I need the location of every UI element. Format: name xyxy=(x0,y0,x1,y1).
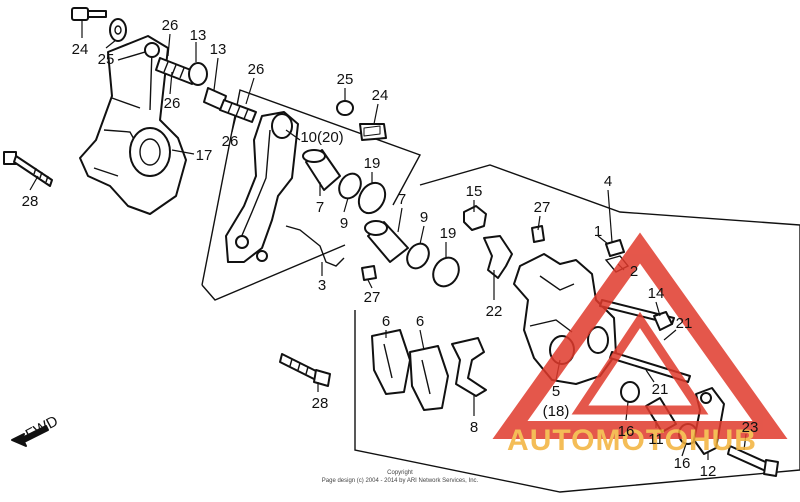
callout-26: 26 xyxy=(164,95,181,112)
sleeve-7-upper xyxy=(302,149,341,191)
callout-21: 21 xyxy=(652,381,669,398)
seal-19-upper xyxy=(357,181,387,215)
hanger-bracket-10 xyxy=(225,111,299,263)
bolt-28-center xyxy=(279,353,331,387)
callout-16: 16 xyxy=(674,455,691,472)
leader-lines xyxy=(29,20,747,460)
callout-25: 25 xyxy=(98,51,115,68)
callout-28: 28 xyxy=(312,395,329,412)
callout-26: 26 xyxy=(248,61,265,78)
callout-24: 24 xyxy=(72,41,89,58)
callout-21: 21 xyxy=(676,315,693,332)
copyright-line2: Page design (c) 2004 - 2014 by ARI Netwo… xyxy=(322,478,479,484)
callout-7: 7 xyxy=(398,191,406,208)
pad-6-right xyxy=(409,345,449,411)
callout-11: 11 xyxy=(648,431,664,448)
callout-10-20: 10(20) xyxy=(300,129,343,146)
bracket-outline-lower xyxy=(201,244,346,301)
bolt-28-left xyxy=(3,151,53,187)
bracket-outline-upper xyxy=(201,89,422,286)
callout-19: 19 xyxy=(440,225,457,242)
bolt-23 xyxy=(727,445,779,477)
seal-9-upper xyxy=(338,172,362,200)
bleed-screw-1 xyxy=(605,239,625,257)
callout-6: 6 xyxy=(382,313,390,330)
shim-8 xyxy=(451,337,487,397)
fwd-label: FWD xyxy=(23,412,61,443)
nut-14 xyxy=(653,311,673,331)
assembly-outline xyxy=(354,164,800,493)
callout-4: 4 xyxy=(604,173,612,190)
callout-25: 25 xyxy=(337,71,354,88)
collar-16-left xyxy=(620,381,640,403)
callout-23: 23 xyxy=(742,419,759,436)
callout-7: 7 xyxy=(316,199,324,216)
copyright-line1: Copyright xyxy=(387,470,413,476)
fwd-arrow: FWD xyxy=(11,412,61,447)
callout-14: 14 xyxy=(648,285,665,302)
callout-2: 2 xyxy=(630,263,638,280)
seal-9-lower xyxy=(406,242,430,270)
callout-26: 26 xyxy=(162,17,179,34)
callout-18: (18) xyxy=(543,403,570,420)
callout-1: 1 xyxy=(594,223,602,240)
callout-26: 26 xyxy=(222,133,239,150)
callout-17: 17 xyxy=(196,147,213,164)
callout-28: 28 xyxy=(22,193,39,210)
callout-19: 19 xyxy=(364,155,381,172)
callout-15: 15 xyxy=(466,183,483,200)
bolt-24-upper xyxy=(71,7,127,42)
bolt-24-center xyxy=(359,123,387,141)
callout-13: 13 xyxy=(210,41,227,58)
washer-25 xyxy=(336,100,354,116)
callout-3: 3 xyxy=(318,277,326,294)
callout-24: 24 xyxy=(372,87,389,104)
callout-13: 13 xyxy=(190,27,207,44)
nut-15 xyxy=(463,205,487,231)
callout-22: 22 xyxy=(486,303,503,320)
caliper-body-4 xyxy=(513,253,617,385)
pad-6-left xyxy=(371,329,411,395)
slide-pin-13 xyxy=(155,57,257,123)
callout-8: 8 xyxy=(470,419,478,436)
plate-22 xyxy=(483,235,513,279)
callout-9: 9 xyxy=(420,209,428,226)
callout-6: 6 xyxy=(416,313,424,330)
callout-9: 9 xyxy=(340,215,348,232)
seal-19-lower xyxy=(432,256,460,288)
callout-labels: 24 25 26 26 13 13 26 26 17 28 25 24 10(2… xyxy=(22,17,759,480)
watermark-logo: AUTOMOTOHUB xyxy=(492,232,788,457)
bleeder-27-lower xyxy=(361,265,377,281)
callout-5: 5 xyxy=(552,383,560,400)
sleeve-7-lower xyxy=(364,220,409,263)
callout-27: 27 xyxy=(534,199,551,216)
caliper-bracket-17 xyxy=(79,35,187,215)
callout-27: 27 xyxy=(364,289,381,306)
watermark-text: AUTOMOTOHUB xyxy=(507,424,757,457)
callout-16: 16 xyxy=(618,423,635,440)
clip-3 xyxy=(285,225,345,267)
callout-12: 12 xyxy=(700,463,717,480)
